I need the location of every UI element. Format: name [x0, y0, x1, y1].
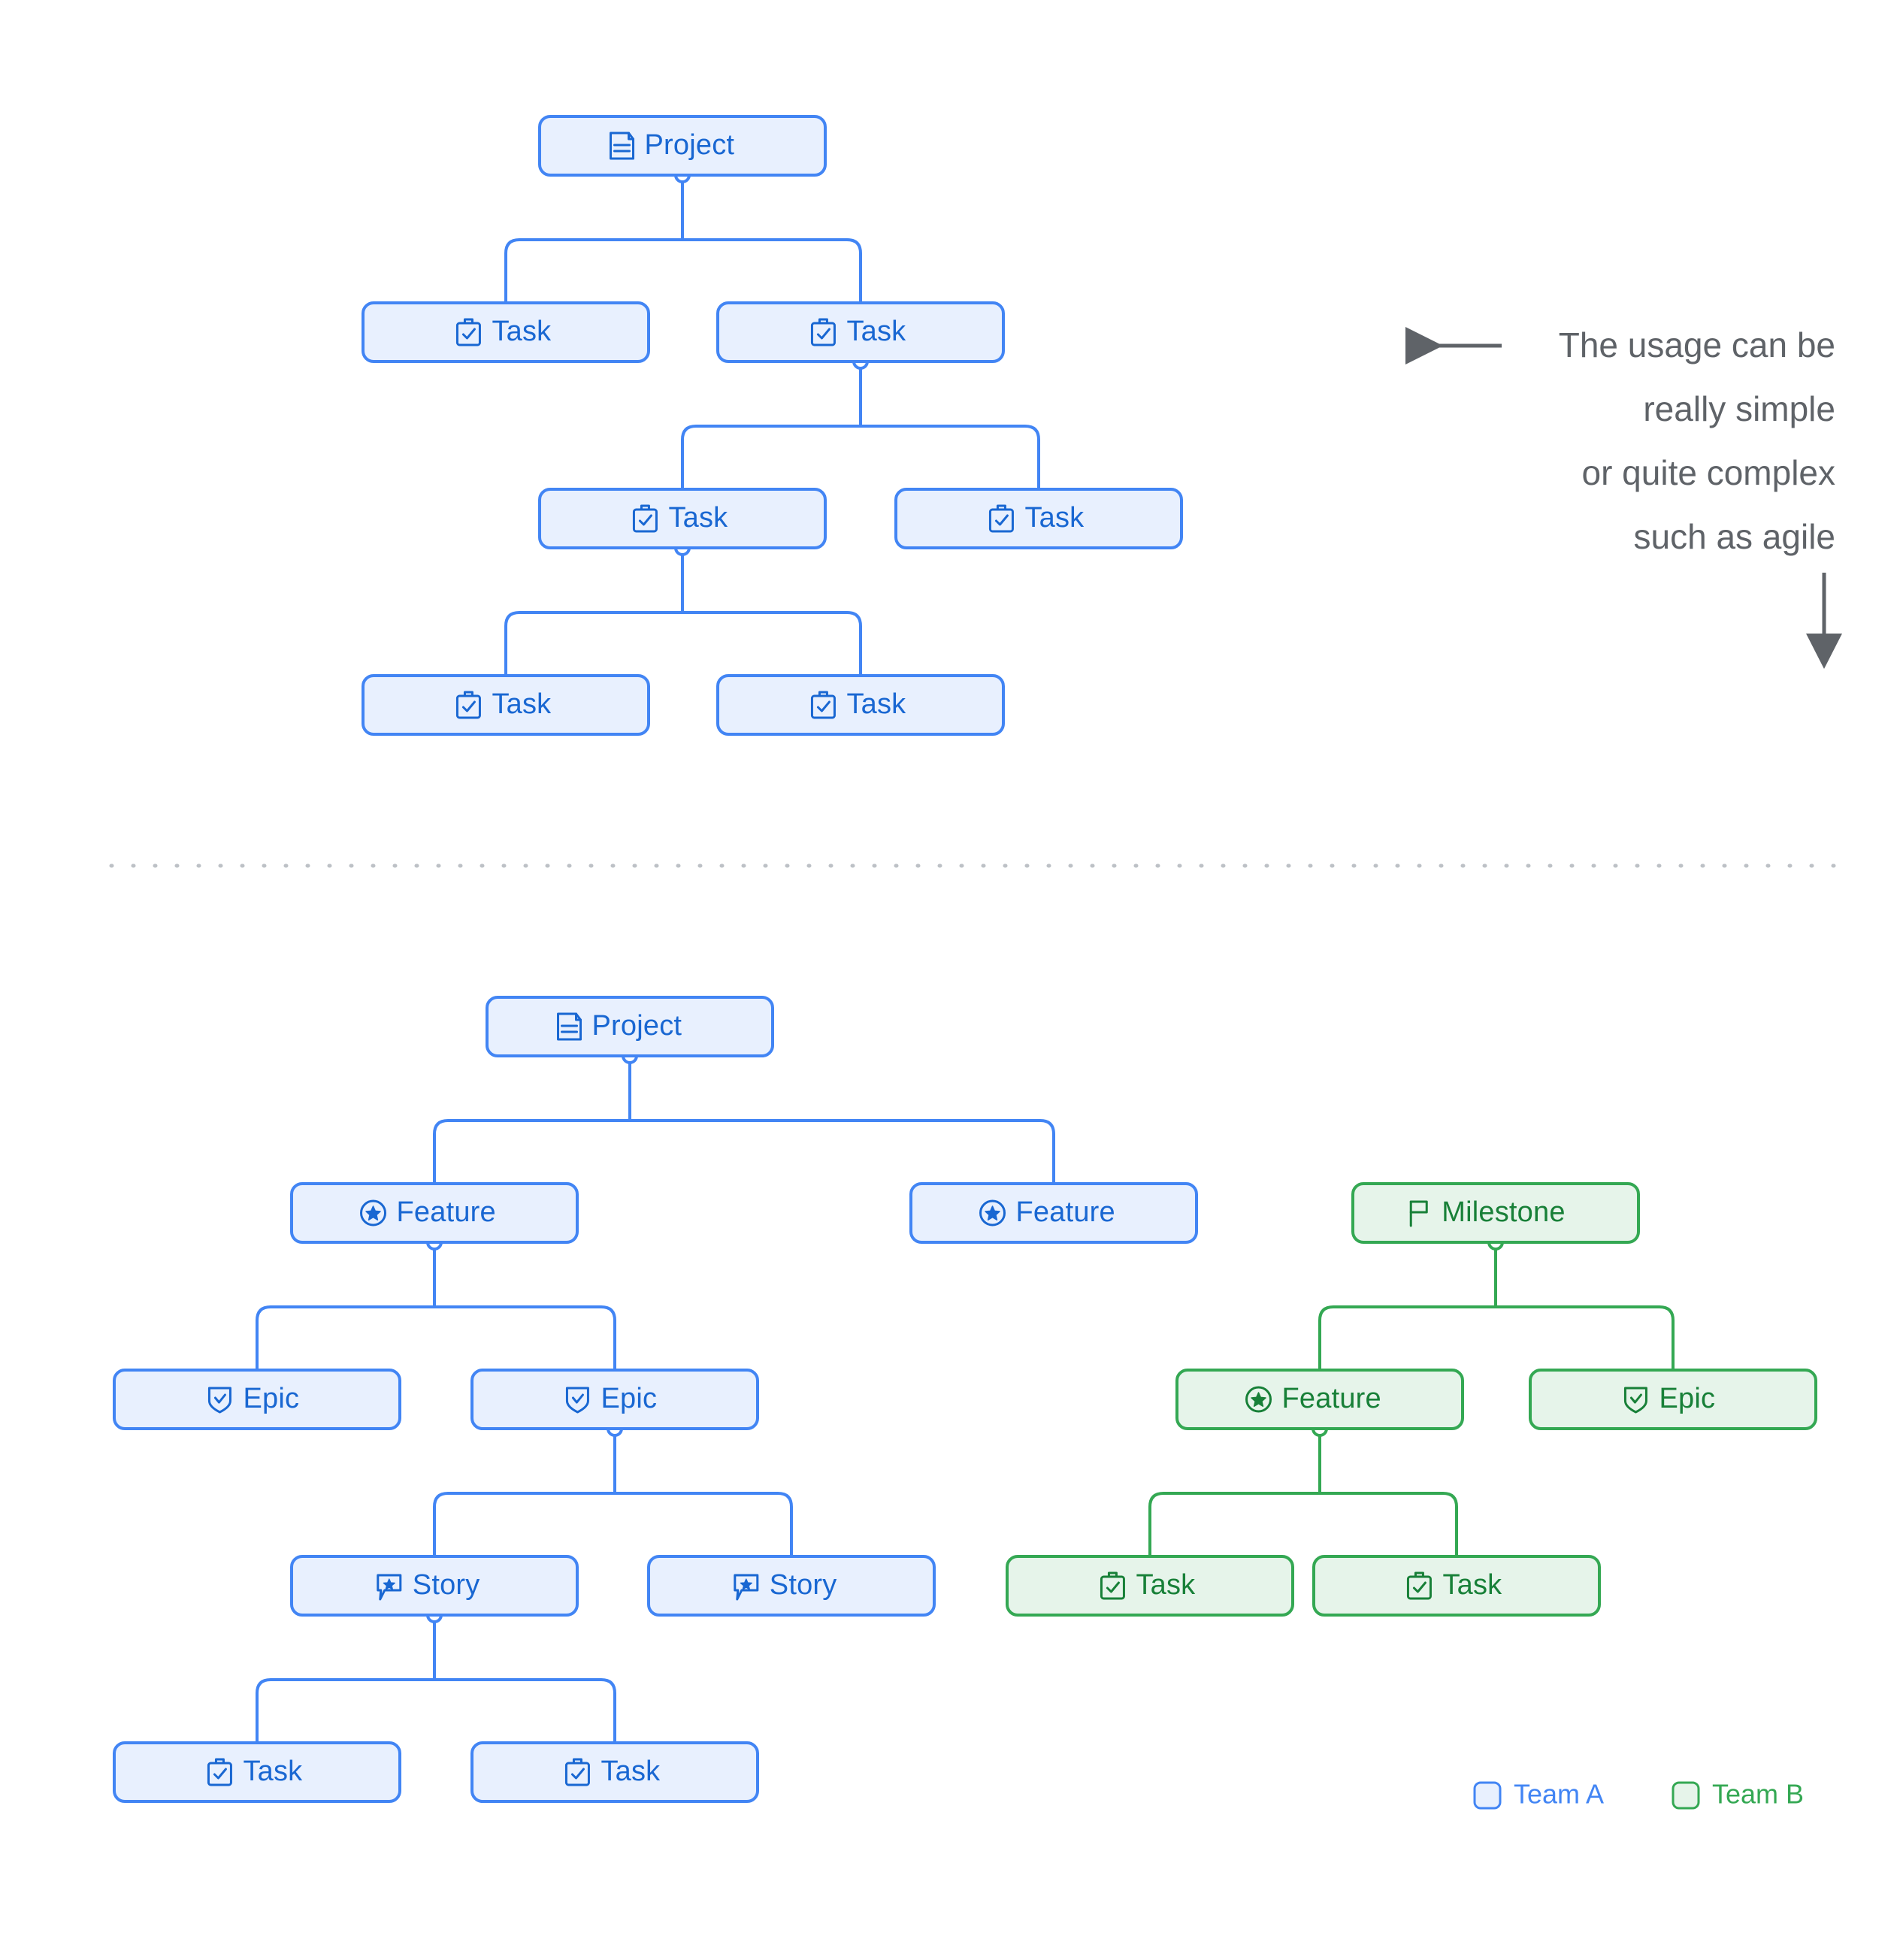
- node-task[interactable]: Task: [538, 488, 827, 549]
- node-label: Task: [1442, 1569, 1502, 1601]
- edge-connector: [433, 1063, 1055, 1184]
- legend: Team A Team B: [1473, 1779, 1804, 1810]
- speech-star-icon: [377, 1574, 402, 1601]
- edge-connector: [1318, 1249, 1675, 1370]
- node-task[interactable]: Task: [716, 301, 1005, 363]
- node-label: Task: [846, 688, 906, 720]
- node-label: Task: [668, 502, 728, 534]
- clipboard-check-icon: [1406, 1571, 1432, 1600]
- node-label: Task: [1024, 502, 1085, 534]
- clipboard-check-icon: [988, 504, 1014, 533]
- legend-swatch: [1473, 1781, 1502, 1810]
- node-label: Epic: [243, 1383, 299, 1414]
- annotation-line-2: or quite complex: [1582, 453, 1836, 492]
- edge-layer-bottom: [256, 1048, 1675, 1743]
- clipboard-check-icon: [810, 691, 836, 719]
- node-task[interactable]: Task: [362, 674, 650, 736]
- clipboard-check-icon: [455, 691, 481, 719]
- edge-connector: [433, 1435, 793, 1556]
- shield-check-icon: [1623, 1387, 1647, 1414]
- node-label: Epic: [1659, 1383, 1715, 1414]
- speech-star-icon: [734, 1574, 759, 1601]
- node-label: Project: [645, 129, 735, 161]
- node-task[interactable]: Task: [362, 301, 650, 363]
- clipboard-check-icon: [1100, 1571, 1125, 1600]
- node-label: Project: [592, 1010, 682, 1042]
- node-task[interactable]: Task: [1312, 1555, 1601, 1617]
- edge-connector: [504, 555, 862, 676]
- clipboard-check-icon: [632, 504, 658, 533]
- node-epic[interactable]: Epic: [470, 1369, 759, 1430]
- shield-check-icon: [207, 1387, 231, 1414]
- node-label: Task: [492, 316, 552, 347]
- edge-connector: [256, 1622, 616, 1743]
- node-task[interactable]: Task: [470, 1741, 759, 1803]
- node-label: Task: [601, 1756, 661, 1787]
- node-label: Story: [413, 1569, 480, 1601]
- node-epic[interactable]: Epic: [113, 1369, 401, 1430]
- annotation-line-1: really simple: [1643, 389, 1835, 428]
- node-label: Milestone: [1442, 1196, 1565, 1228]
- edge-connector: [504, 182, 862, 303]
- node-label: Task: [492, 688, 552, 720]
- star-circle-icon: [979, 1199, 1006, 1227]
- node-project[interactable]: Project: [538, 115, 827, 177]
- legend-swatch: [1672, 1781, 1700, 1810]
- flag-icon: [1409, 1200, 1428, 1227]
- document-icon: [610, 132, 635, 160]
- legend-label: Team B: [1712, 1779, 1804, 1810]
- node-label: Epic: [601, 1383, 657, 1414]
- node-task[interactable]: Task: [113, 1741, 401, 1803]
- legend-label: Team A: [1514, 1779, 1604, 1810]
- clipboard-check-icon: [564, 1758, 590, 1786]
- shield-check-icon: [565, 1387, 589, 1414]
- node-feature[interactable]: Feature: [290, 1182, 579, 1244]
- clipboard-check-icon: [810, 318, 836, 346]
- node-epic[interactable]: Epic: [1529, 1369, 1817, 1430]
- star-circle-icon: [360, 1199, 387, 1227]
- node-feature[interactable]: Feature: [1175, 1369, 1464, 1430]
- node-milestone[interactable]: Milestone: [1351, 1182, 1640, 1244]
- node-label: Task: [1136, 1569, 1196, 1601]
- document-icon: [557, 1012, 582, 1041]
- node-task[interactable]: Task: [894, 488, 1183, 549]
- node-feature[interactable]: Feature: [909, 1182, 1198, 1244]
- arrow-down-icon: [1806, 573, 1842, 669]
- edge-layer-top: [504, 167, 1040, 676]
- node-task[interactable]: Task: [1006, 1555, 1294, 1617]
- star-circle-icon: [1245, 1386, 1272, 1413]
- node-label: Task: [846, 316, 906, 347]
- annotation-block: The usage can be really simple or quite …: [1405, 325, 1842, 669]
- node-label: Feature: [1282, 1383, 1381, 1414]
- node-story[interactable]: Story: [647, 1555, 936, 1617]
- node-label: Feature: [397, 1196, 496, 1228]
- node-story[interactable]: Story: [290, 1555, 579, 1617]
- clipboard-check-icon: [207, 1758, 232, 1786]
- edge-connector: [256, 1249, 616, 1370]
- edge-connector: [681, 368, 1040, 489]
- legend-item[interactable]: Team B: [1672, 1779, 1804, 1810]
- edge-connector: [1148, 1435, 1458, 1556]
- annotation-line-0: The usage can be: [1559, 325, 1835, 364]
- node-label: Story: [770, 1569, 837, 1601]
- clipboard-check-icon: [455, 318, 481, 346]
- node-project[interactable]: Project: [486, 996, 774, 1057]
- node-task[interactable]: Task: [716, 674, 1005, 736]
- annotation-line-3: such as agile: [1634, 517, 1836, 556]
- node-label: Feature: [1016, 1196, 1115, 1228]
- legend-item[interactable]: Team A: [1473, 1779, 1604, 1810]
- node-label: Task: [243, 1756, 303, 1787]
